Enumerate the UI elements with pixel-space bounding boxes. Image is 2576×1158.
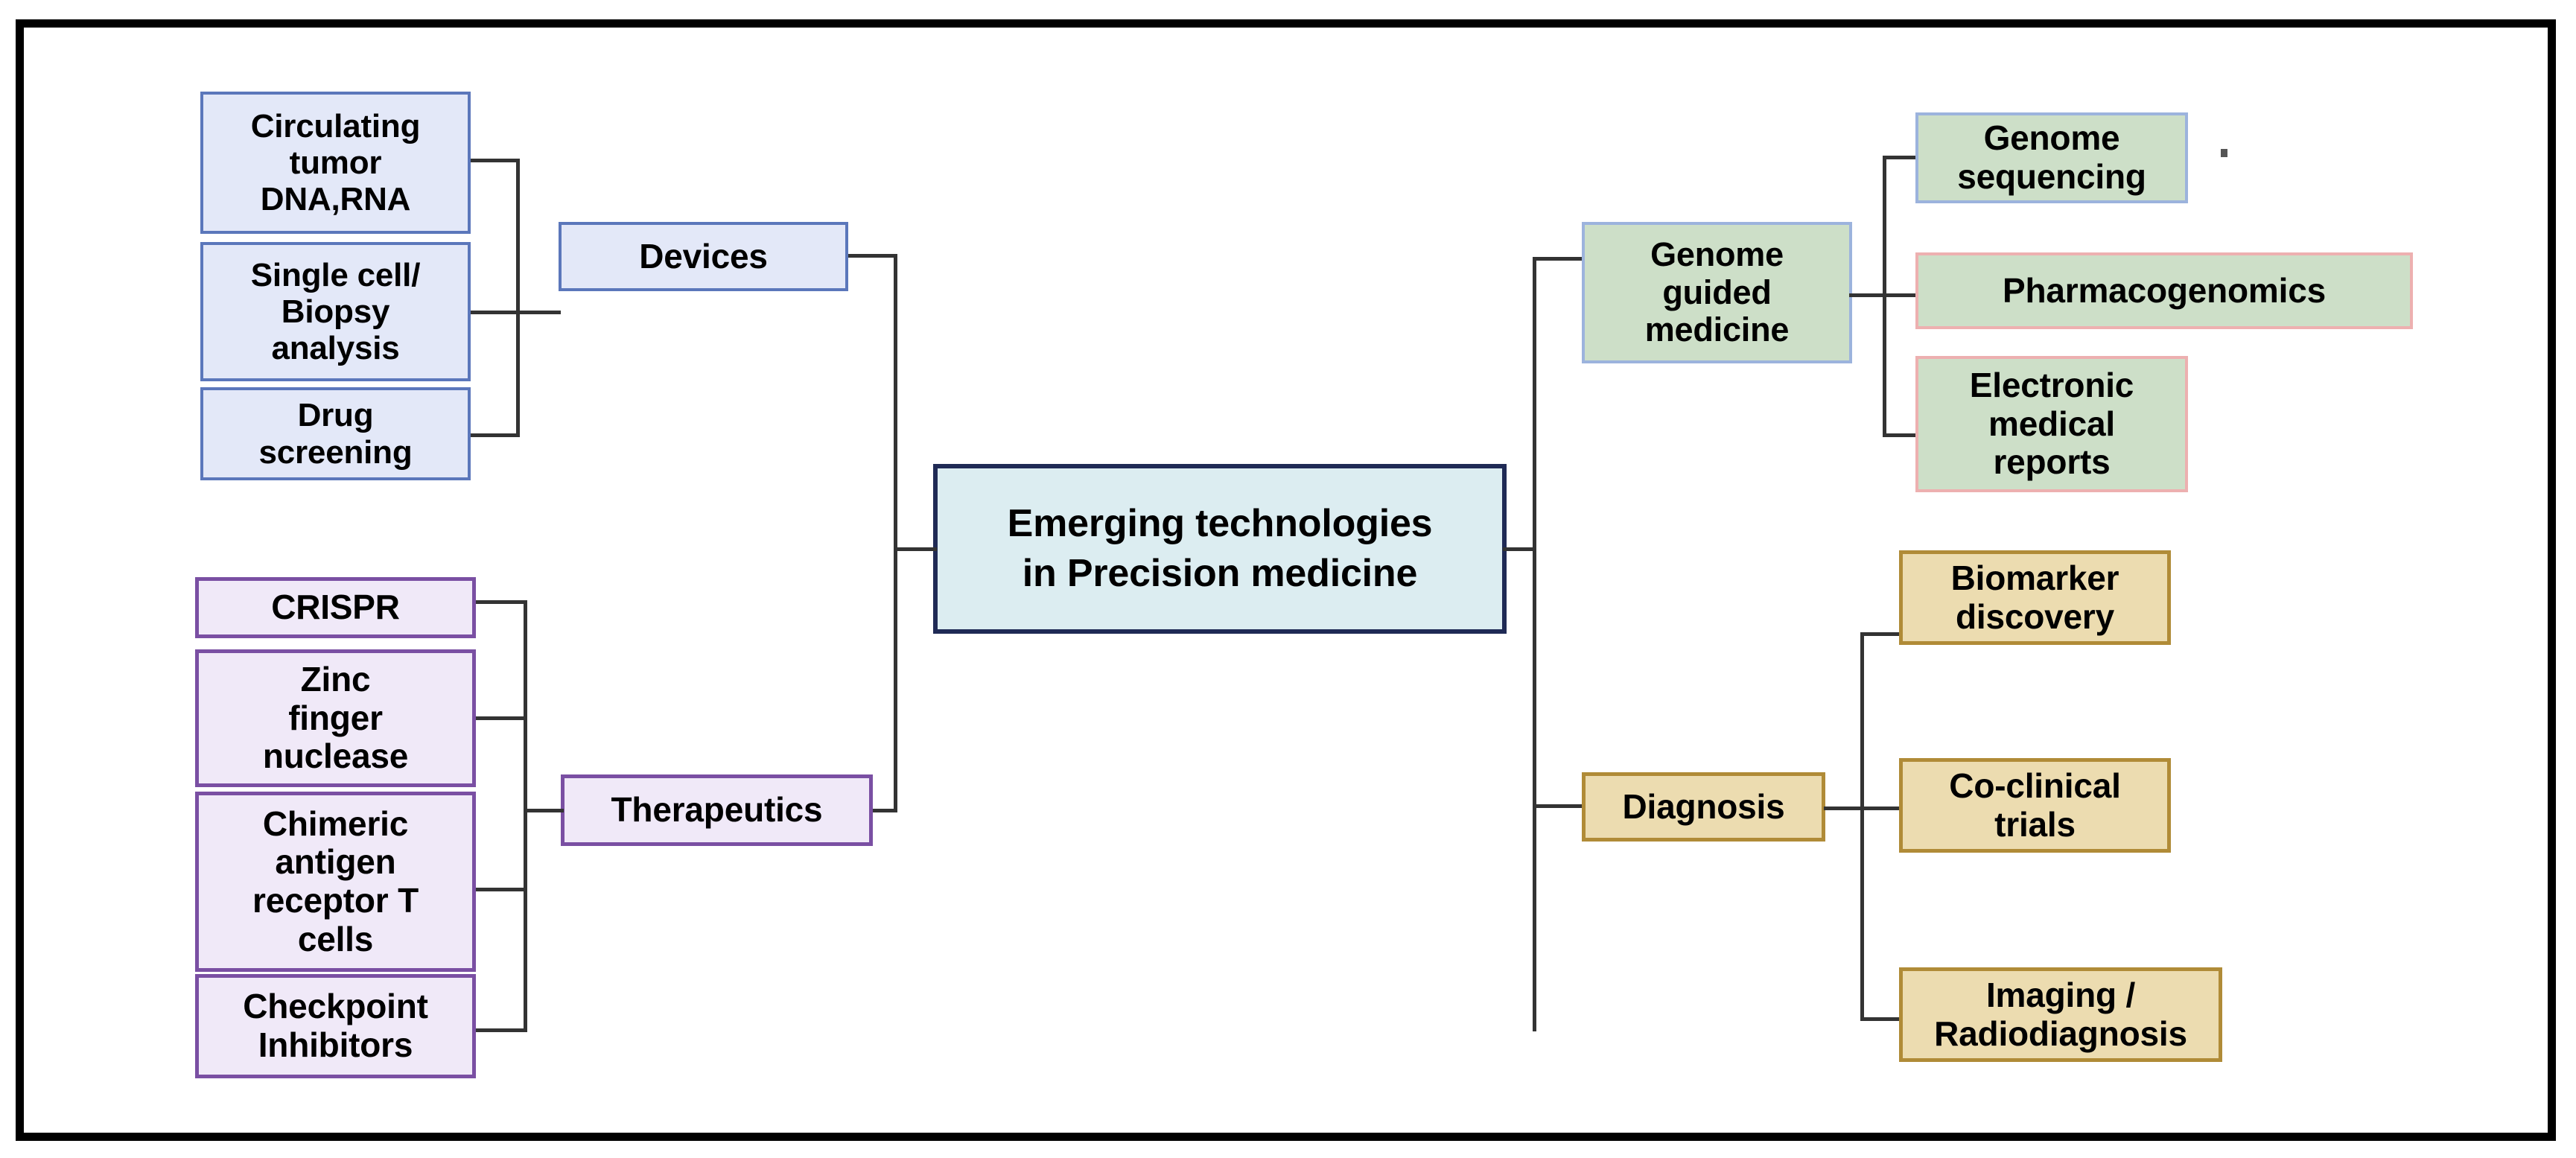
node-electronic-medical-reports[interactable]: Electronic medical reports: [1915, 356, 2188, 492]
connector-diagnosis-to-spine: [1824, 807, 1869, 810]
node-emerging-technologies-center[interactable]: Emerging technologies in Precision medic…: [933, 464, 1507, 634]
node-drug-screening[interactable]: Drug screening: [200, 387, 471, 480]
node-crispr[interactable]: CRISPR: [195, 577, 476, 638]
connector-left-main-spine: [894, 254, 897, 812]
connector-therapeutics-to-main-spine: [873, 809, 897, 812]
node-single-cell-biopsy-analysis[interactable]: Single cell/ Biopsy analysis: [200, 242, 471, 381]
node-pharmacogenomics[interactable]: Pharmacogenomics: [1915, 252, 2413, 329]
connector-main-spine-to-center: [894, 547, 937, 551]
connector-devices-spine: [516, 159, 520, 437]
connector-therapeutics-spine: [524, 600, 527, 1032]
connector-spine-to-imaging-radiodiagnosis: [1860, 1017, 1899, 1021]
connector-spine-to-devices: [516, 311, 561, 314]
connector-checkpoint-to-spine: [476, 1028, 527, 1032]
connector-drugscreen-to-spine: [471, 433, 518, 437]
node-zinc-finger-nuclease[interactable]: Zinc finger nuclease: [195, 649, 476, 787]
outer-frame: [16, 19, 2556, 1141]
node-co-clinical-trials[interactable]: Co-clinical trials: [1899, 758, 2171, 853]
connector-spine-to-genome-sequencing: [1883, 156, 1921, 159]
connector-spine-to-co-clinical-trials: [1860, 807, 1899, 810]
connector-right-main-spine: [1533, 257, 1536, 1031]
connector-car-t-to-spine: [476, 888, 527, 891]
connector-singlecell-to-spine: [471, 311, 518, 314]
node-genome-sequencing[interactable]: Genome sequencing: [1915, 112, 2188, 203]
connector-diagnosis-children-spine: [1860, 632, 1864, 1021]
connector-devices-to-main-spine: [848, 254, 897, 258]
connector-spine-to-pharmacogenomics: [1883, 293, 1921, 297]
node-circulating-tumor-dna-rna[interactable]: Circulating tumor DNA,RNA: [200, 92, 471, 234]
stray-dot-artifact: [2221, 149, 2227, 157]
connector-zincfinger-to-spine: [476, 716, 527, 720]
connector-center-to-right-spine: [1503, 547, 1536, 551]
node-genome-guided-medicine[interactable]: Genome guided medicine: [1582, 222, 1852, 363]
node-imaging-radiodiagnosis[interactable]: Imaging / Radiodiagnosis: [1899, 967, 2222, 1062]
connector-genome-guided-to-spine: [1849, 293, 1895, 297]
node-therapeutics[interactable]: Therapeutics: [561, 774, 873, 846]
node-biomarker-discovery[interactable]: Biomarker discovery: [1899, 550, 2171, 645]
connector-right-spine-to-diagnosis: [1533, 804, 1586, 808]
node-chimeric-antigen-receptor-t-cells[interactable]: Chimeric antigen receptor T cells: [195, 792, 476, 972]
connector-spine-to-electronic-medical-reports: [1883, 433, 1921, 437]
node-diagnosis[interactable]: Diagnosis: [1582, 772, 1825, 842]
connector-right-spine-to-genome-guided: [1533, 257, 1585, 261]
connector-ctdna-to-spine: [471, 159, 518, 162]
connector-crispr-to-spine: [476, 600, 527, 604]
node-checkpoint-inhibitors[interactable]: Checkpoint Inhibitors: [195, 974, 476, 1078]
node-devices[interactable]: Devices: [559, 222, 848, 291]
connector-spine-to-therapeutics: [524, 809, 564, 812]
connector-spine-to-biomarker-discovery: [1860, 632, 1899, 636]
